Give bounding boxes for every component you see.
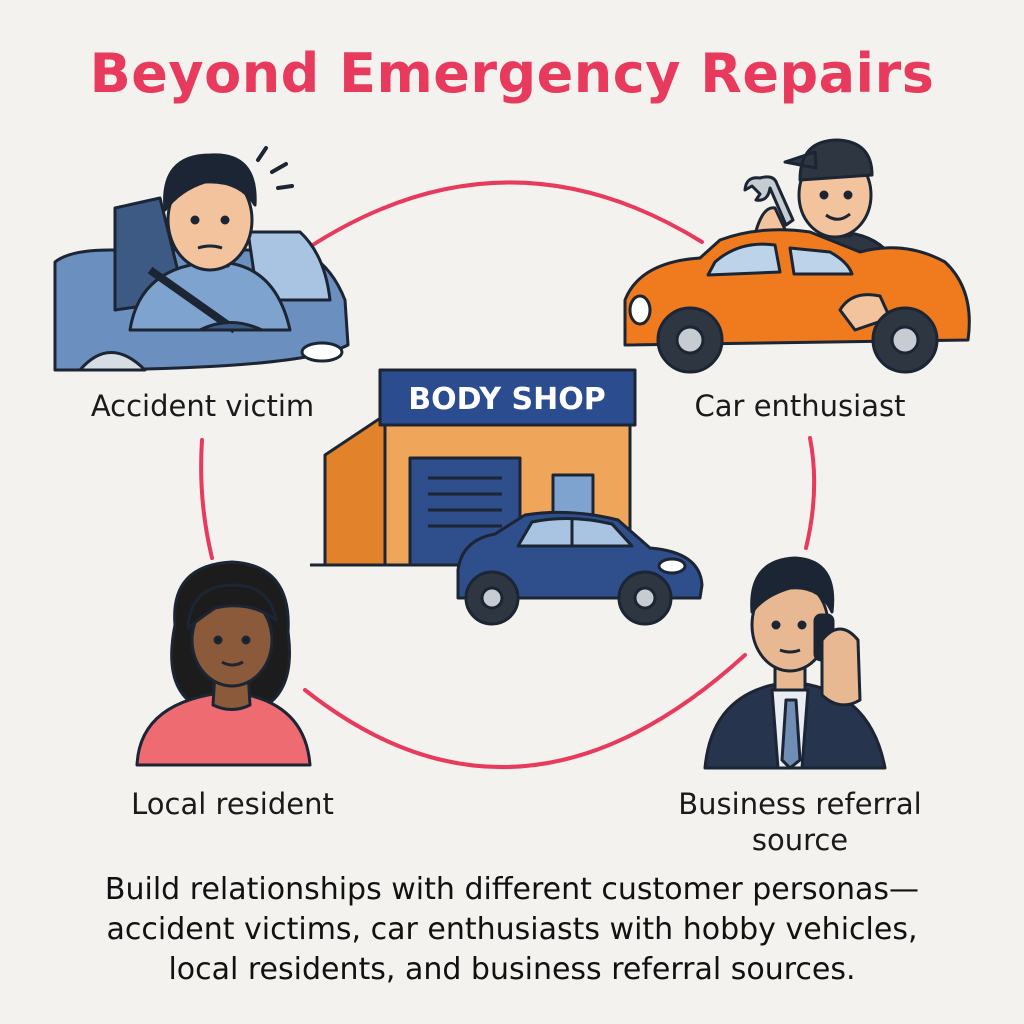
resident-eye-right [241, 635, 251, 645]
page-title: Beyond Emergency Repairs [89, 42, 935, 105]
label-local-resident: Local resident [131, 787, 334, 821]
label-business-referral-line1: Business referral [678, 787, 922, 821]
label-business-referral-line2: source [751, 823, 849, 857]
victim-steering [198, 321, 264, 332]
businessman-tie [780, 698, 802, 770]
shop-sign-text: BODY SHOP [408, 382, 605, 417]
caption-line-1: Build relationships with different custo… [104, 872, 920, 907]
victim-eye-left [190, 215, 200, 225]
enthusiast-smile [825, 212, 851, 221]
shop-side-wall [323, 413, 387, 567]
resident-hair-top [186, 583, 278, 630]
shop-window [551, 473, 595, 517]
resident-smile [221, 660, 244, 667]
wrench-icon [743, 175, 795, 227]
businessman-hair [750, 556, 835, 614]
victim-hair [163, 153, 257, 212]
victim-headlight [300, 341, 344, 363]
garage-door-slats [428, 476, 502, 528]
shop-sign-board [378, 368, 637, 427]
ring-arc-bottom [303, 653, 747, 770]
label-car-enthusiast: Car enthusiast [694, 389, 906, 423]
enthusiast-hub-rear [890, 325, 920, 355]
victim-seatbelt [147, 266, 238, 334]
connection-ring [199, 180, 817, 770]
accident-victim-illustration [53, 146, 350, 372]
enthusiast-cap [783, 138, 874, 182]
resident-eye-left [213, 635, 223, 645]
businessman-mouth [779, 648, 801, 654]
enthusiast-headlight [628, 294, 652, 326]
businessman-hand [820, 627, 862, 707]
businessman-eye-right [797, 620, 807, 630]
enthusiast-eye-right [843, 190, 853, 200]
ring-arc-right [804, 436, 817, 550]
enthusiast-eye-left [819, 190, 829, 200]
victim-wheel-arch [78, 351, 147, 372]
enthusiast-car-window [706, 242, 782, 277]
victim-eye-right [220, 215, 230, 225]
car-enthusiast-illustration [623, 138, 971, 374]
ring-arc-left [199, 438, 214, 560]
body-shop-illustration: BODY SHOP [310, 368, 704, 626]
alert-lines [256, 146, 294, 190]
ring-arc-top [306, 180, 704, 250]
label-accident-victim: Accident victim [90, 389, 315, 423]
businessman-eye-left [771, 620, 781, 630]
shop-car-window [516, 516, 634, 548]
caption-line-3: local residents, and business referral s… [168, 952, 856, 987]
enthusiast-hub-front [675, 325, 705, 355]
business-referral-illustration [703, 556, 887, 770]
victim-mouth [197, 244, 223, 250]
shop-car-hub-front [480, 586, 504, 610]
caption: Build relationships with different custo… [30, 870, 994, 990]
shop-car-headlight [657, 557, 687, 575]
enthusiast-car-window-rear [788, 246, 854, 276]
caption-line-2: accident victims, car enthusiasts with h… [106, 912, 918, 947]
shop-car-hub-rear [633, 586, 657, 610]
label-business-referral: Business referral source [640, 786, 960, 858]
local-resident-illustration [135, 560, 312, 767]
